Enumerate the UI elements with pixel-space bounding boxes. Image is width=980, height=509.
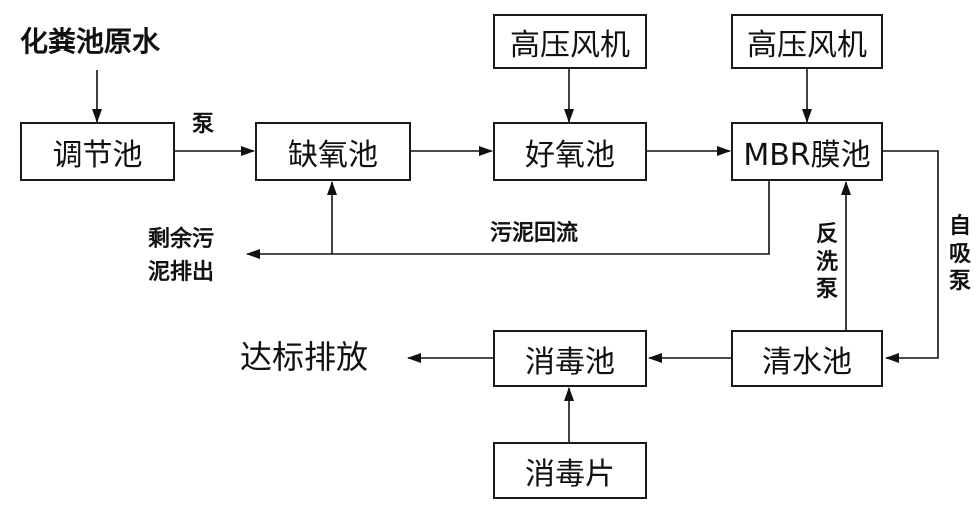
line-sludge-return bbox=[246, 181, 770, 259]
blower-box-1-label: 高压风机 bbox=[510, 27, 630, 63]
sludge-return-label: 污泥回流 bbox=[490, 221, 579, 246]
mbr-tank-label: MBR膜池 bbox=[743, 137, 871, 173]
disinfection-tablet-label: 消毒片 bbox=[525, 456, 615, 492]
disinfection-tank-box: 消毒池 bbox=[493, 330, 647, 387]
anoxic-tank-label: 缺氧池 bbox=[288, 137, 378, 173]
blower-box-2-label: 高压风机 bbox=[747, 27, 867, 63]
anoxic-tank-box: 缺氧池 bbox=[255, 122, 411, 181]
clear-water-tank-label: 清水池 bbox=[762, 344, 852, 380]
self-priming-pump-label: 自吸泵 bbox=[948, 214, 971, 294]
regulating-tank-label: 调节池 bbox=[52, 137, 143, 173]
disinfection-tank-label: 消毒池 bbox=[525, 344, 615, 380]
aerobic-tank-box: 好氧池 bbox=[493, 122, 647, 181]
blower-box-2: 高压风机 bbox=[731, 14, 883, 69]
pump-label: 泵 bbox=[192, 112, 215, 137]
discharge-label: 达标排放 bbox=[240, 338, 369, 376]
clear-water-tank-box: 清水池 bbox=[731, 330, 883, 387]
disinfection-tablet-box: 消毒片 bbox=[493, 442, 647, 499]
backwash-pump-label: 反洗泵 bbox=[815, 222, 838, 302]
excess-sludge-label-line2: 泥排出 bbox=[148, 260, 215, 285]
line-self-priming bbox=[883, 150, 939, 363]
source-label: 化粪池原水 bbox=[20, 25, 161, 58]
regulating-tank-box: 调节池 bbox=[20, 122, 175, 181]
aerobic-tank-label: 好氧池 bbox=[525, 137, 615, 173]
excess-sludge-label-line1: 剩余污 bbox=[148, 227, 215, 252]
mbr-tank-box: MBR膜池 bbox=[731, 122, 883, 181]
blower-box-1: 高压风机 bbox=[493, 14, 647, 69]
